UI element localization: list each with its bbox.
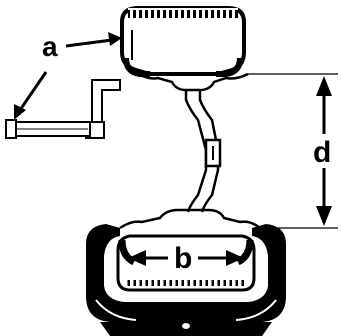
arrow-a-right-head [108, 32, 122, 46]
label-a: a [42, 31, 58, 62]
arrow-a-down-head [14, 104, 26, 120]
lower-rim-flange [119, 208, 261, 230]
lower-tire [86, 224, 286, 336]
dimension-d: d [248, 73, 338, 229]
label-b: b [174, 242, 192, 275]
dimension-b: b [128, 240, 244, 276]
label-a-group: a [14, 31, 122, 120]
valve-dot [182, 323, 190, 329]
upper-rim-flange [137, 72, 249, 92]
upper-tire [120, 6, 246, 77]
label-d: d [313, 136, 331, 169]
mounting-arm [5, 79, 121, 139]
wheel-disc [184, 90, 222, 213]
